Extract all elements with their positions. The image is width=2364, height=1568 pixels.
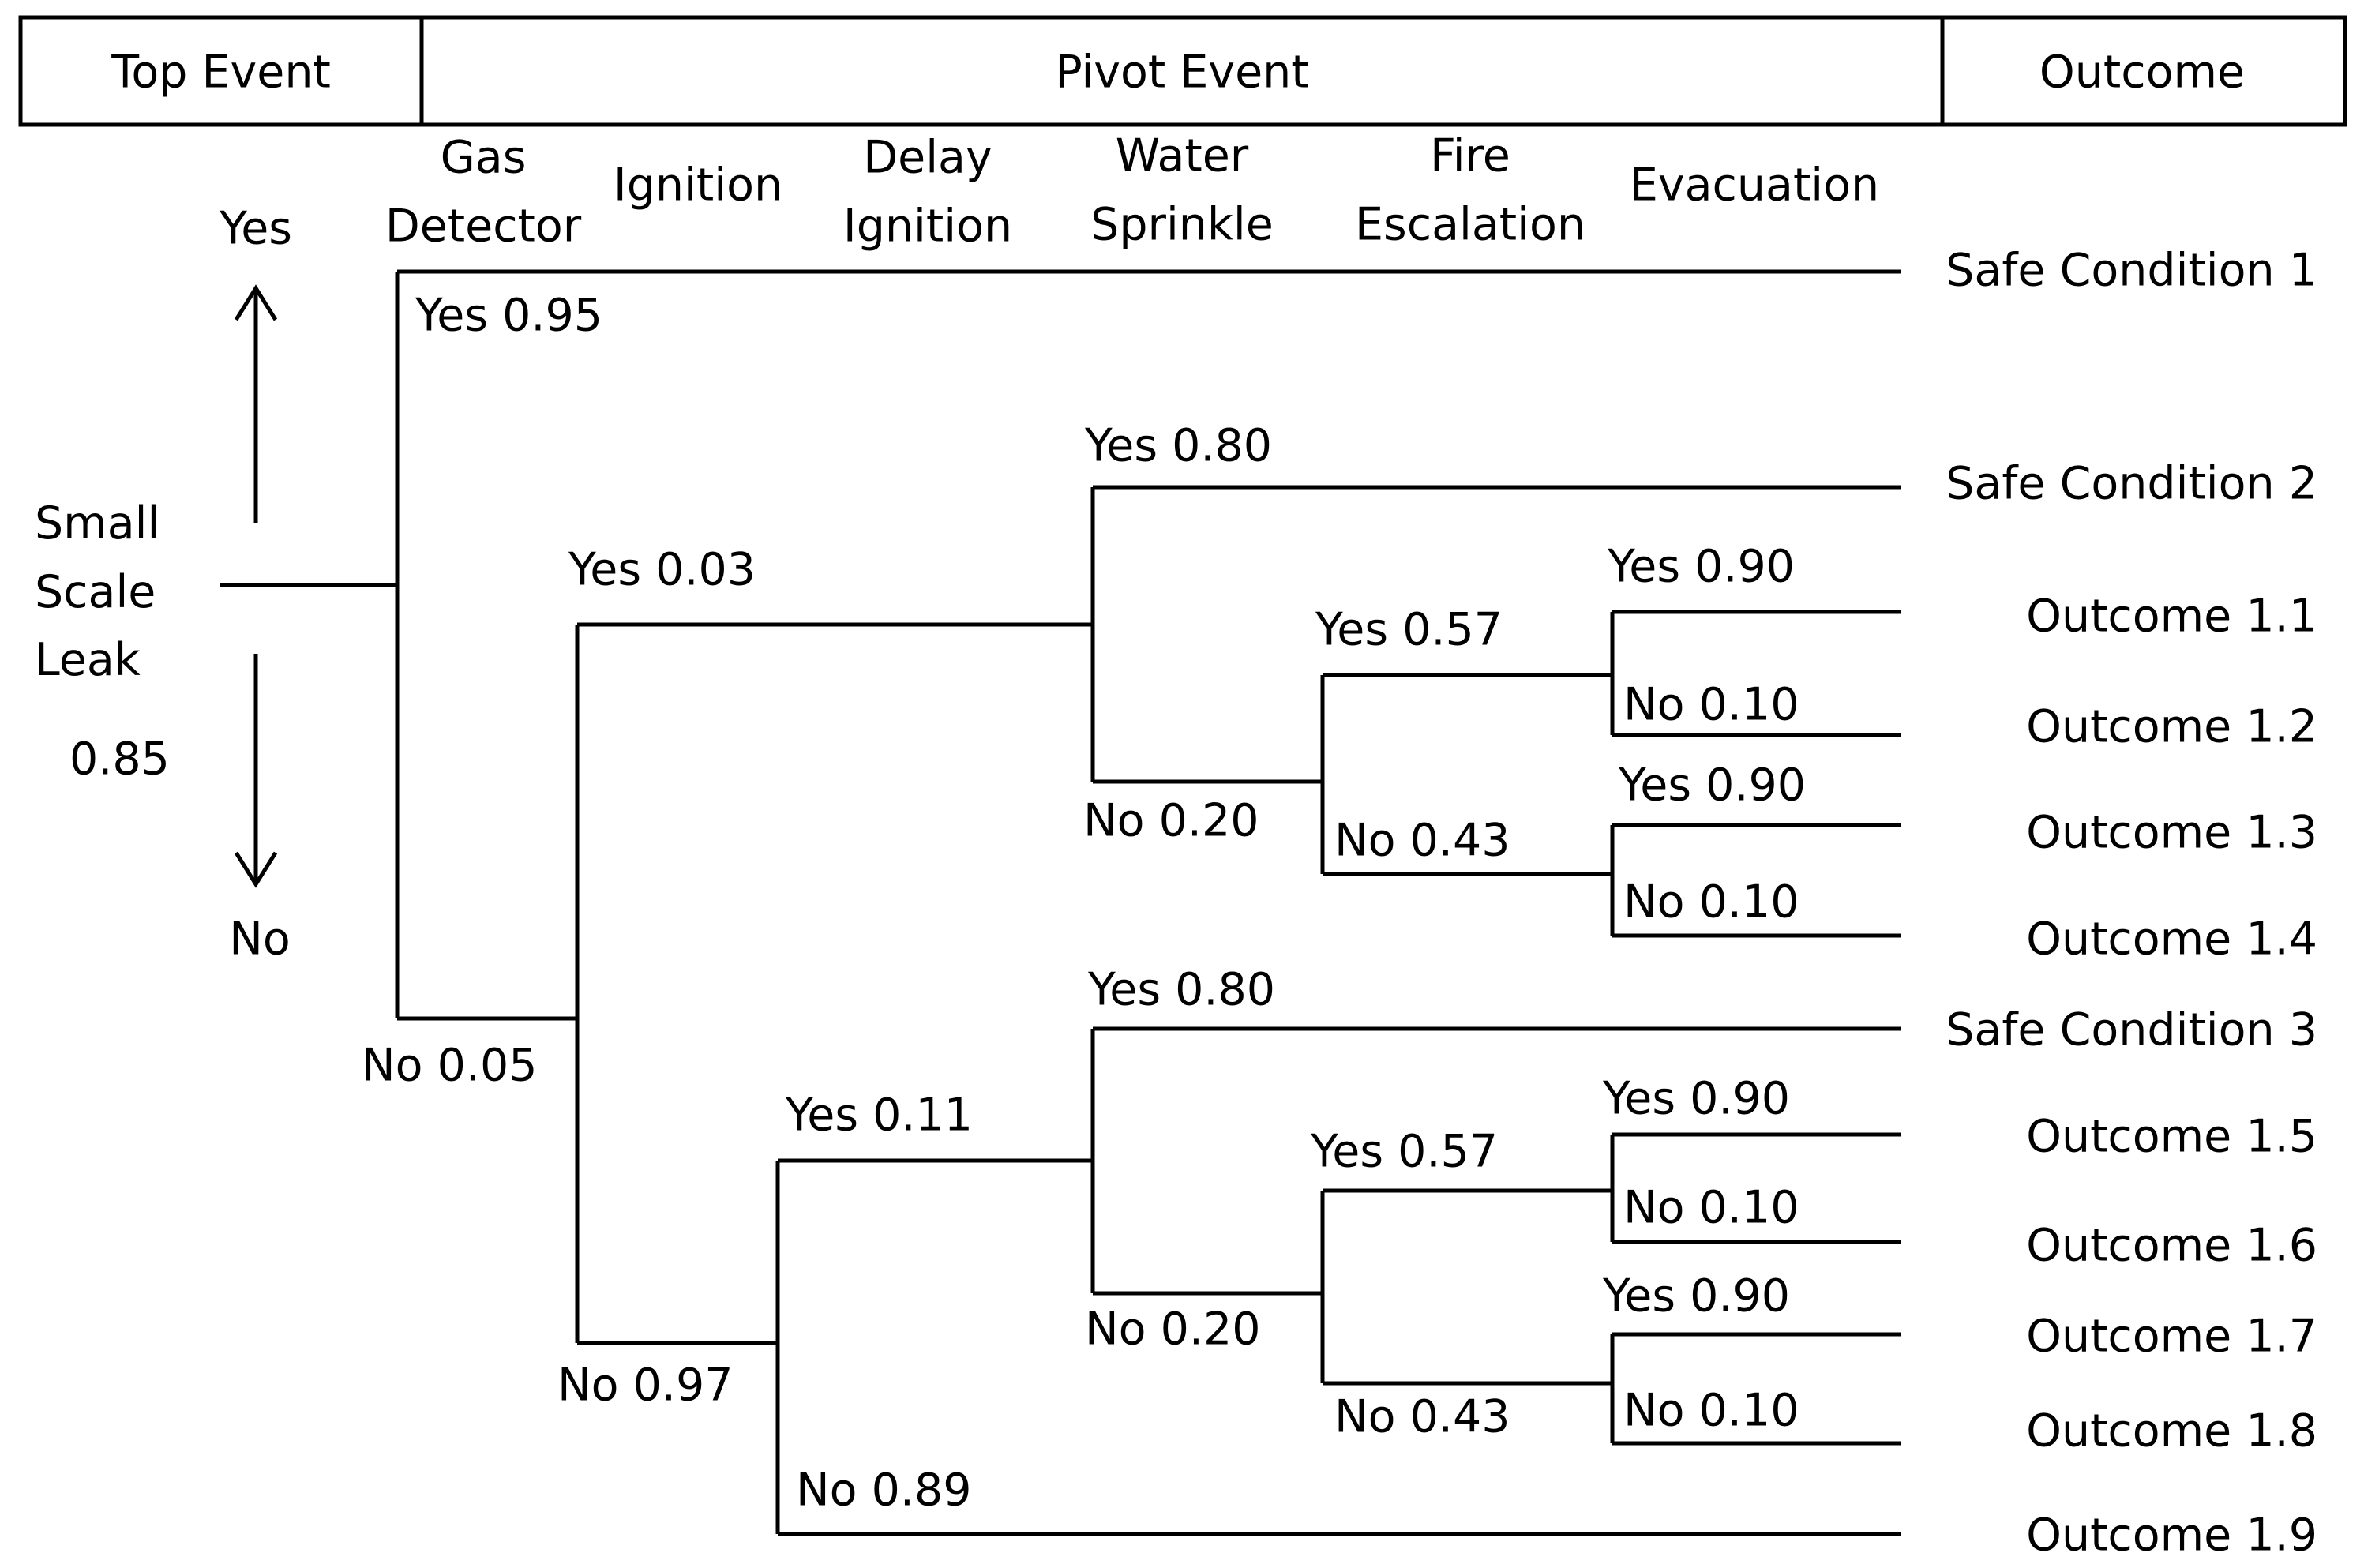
yes-arrow-head	[234, 284, 278, 321]
branch-ws1-no: No 0.20	[1083, 794, 1259, 847]
outcome-safe-condition-3: Safe Condition 3	[1946, 1003, 2317, 1056]
branch-ev4-no: No 0.10	[1623, 1384, 1799, 1437]
branch-ign-yes: Yes 0.03	[568, 543, 756, 596]
initiator-name: Small Scale Leak	[35, 497, 160, 687]
initiator-yes-label: Yes	[219, 202, 293, 255]
outcome-1-7: Outcome 1.7	[2026, 1310, 2317, 1363]
header-pivot-event: Pivot Event	[1055, 46, 1309, 99]
branch-di-yes: Yes 0.11	[786, 1089, 974, 1142]
branch-ev3-no: No 0.10	[1623, 1181, 1799, 1234]
outcome-1-9: Outcome 1.9	[2026, 1509, 2317, 1562]
branch-ws1-yes: Yes 0.80	[1085, 419, 1273, 472]
outcome-1-8: Outcome 1.8	[2026, 1405, 2317, 1457]
column-gas-detector: Gas Detector	[385, 131, 582, 252]
branch-ign-no: No 0.97	[557, 1359, 734, 1412]
outcome-safe-condition-2: Safe Condition 2	[1946, 457, 2317, 510]
branch-ev1-yes: Yes 0.90	[1608, 540, 1796, 593]
branch-ev3-yes: Yes 0.90	[1603, 1072, 1791, 1125]
branch-di-no: No 0.89	[796, 1464, 972, 1517]
outcome-1-5: Outcome 1.5	[2026, 1110, 2317, 1163]
branch-ev1-no: No 0.10	[1623, 678, 1799, 731]
column-ignition: Ignition	[613, 159, 783, 212]
column-fire-escalation: Fire Escalation	[1355, 129, 1585, 250]
no-arrow-head	[234, 851, 278, 888]
branch-ws2-yes: Yes 0.80	[1088, 963, 1276, 1016]
initiator-no-label: No	[229, 913, 291, 966]
branch-ev2-no: No 0.10	[1623, 876, 1799, 928]
outcome-1-6: Outcome 1.6	[2026, 1219, 2317, 1272]
header-top-event: Top Event	[111, 46, 331, 99]
branch-ev4-yes: Yes 0.90	[1603, 1270, 1791, 1322]
branch-ev2-yes: Yes 0.90	[1619, 759, 1807, 812]
branch-ws2-no: No 0.20	[1085, 1303, 1261, 1356]
header-box	[18, 15, 2347, 127]
branch-gas-yes: Yes 0.95	[415, 289, 603, 342]
outcome-1-3: Outcome 1.3	[2026, 806, 2317, 859]
branch-gas-no: No 0.05	[362, 1039, 538, 1092]
initiator-probability: 0.85	[69, 733, 170, 786]
outcome-1-4: Outcome 1.4	[2026, 913, 2317, 966]
branch-fe2-no: No 0.43	[1334, 1390, 1510, 1443]
outcome-1-2: Outcome 1.2	[2026, 700, 2317, 753]
header-outcome: Outcome	[2039, 46, 2246, 99]
column-water-sprinkle: Water Sprinkle	[1090, 129, 1274, 250]
column-delay-ignition: Delay Ignition	[842, 131, 1013, 252]
column-evacuation: Evacuation	[1629, 159, 1880, 212]
outcome-1-1: Outcome 1.1	[2026, 590, 2317, 643]
branch-fe1-no: No 0.43	[1334, 814, 1510, 867]
branch-fe1-yes: Yes 0.57	[1315, 603, 1503, 656]
branch-fe2-yes: Yes 0.57	[1311, 1125, 1499, 1178]
outcome-safe-condition-1: Safe Condition 1	[1946, 244, 2317, 297]
